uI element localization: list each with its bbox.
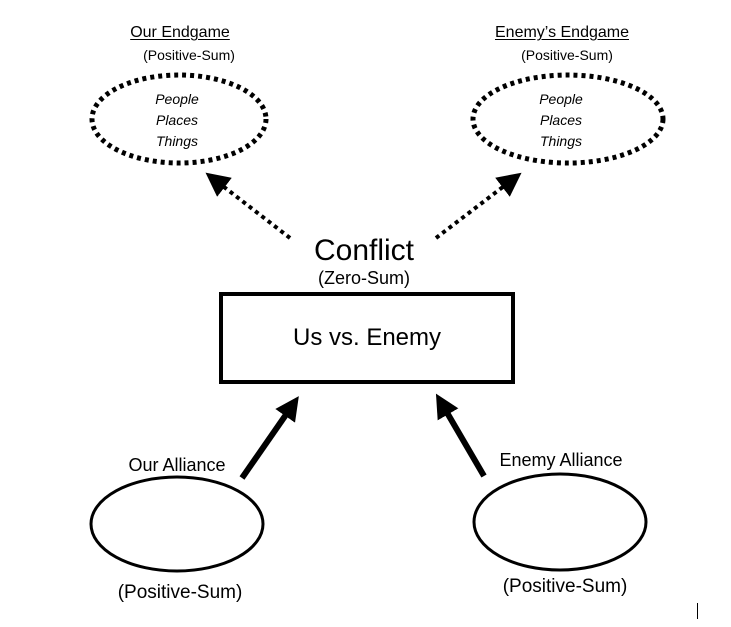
enemy-endgame-item: Places xyxy=(539,112,583,128)
our-alliance-ellipse xyxy=(89,475,265,573)
our-endgame-subtitle: (Positive-Sum) xyxy=(143,47,235,63)
our-endgame-ellipse xyxy=(89,72,269,166)
conflict-box-label: Us vs. Enemy xyxy=(292,324,442,351)
enemy-alliance-ellipse xyxy=(472,472,648,572)
enemy-endgame-subtitle: (Positive-Sum) xyxy=(521,47,613,63)
enemy-endgame-item: People xyxy=(539,91,583,107)
arrow-from-our-alliance xyxy=(239,396,299,480)
enemy-endgame-items: People Places Things xyxy=(539,89,583,152)
conflict-box xyxy=(219,292,515,384)
enemy-alliance-label: Enemy Alliance xyxy=(499,450,623,470)
enemy-endgame-item: Things xyxy=(539,133,583,149)
enemy-alliance-subtitle: (Positive-Sum) xyxy=(502,576,628,597)
our-endgame-item: Places xyxy=(155,112,199,128)
our-endgame-title: Our Endgame xyxy=(130,24,230,41)
our-alliance-label: Our Alliance xyxy=(128,455,226,475)
our-endgame-item: People xyxy=(155,91,199,107)
enemy-endgame-ellipse xyxy=(470,72,666,166)
text-cursor xyxy=(697,603,698,619)
arrow-from-enemy-alliance xyxy=(435,393,487,478)
our-endgame-items: People Places Things xyxy=(155,89,199,152)
arrow-to-enemy-endgame xyxy=(434,172,522,240)
arrow-to-our-endgame xyxy=(205,172,292,240)
conflict-title: Conflict xyxy=(313,234,415,267)
our-alliance-subtitle: (Positive-Sum) xyxy=(117,582,243,603)
conflict-subtitle: (Zero-Sum) xyxy=(317,268,411,288)
our-endgame-item: Things xyxy=(155,133,199,149)
enemy-endgame-title: Enemy’s Endgame xyxy=(495,24,629,41)
